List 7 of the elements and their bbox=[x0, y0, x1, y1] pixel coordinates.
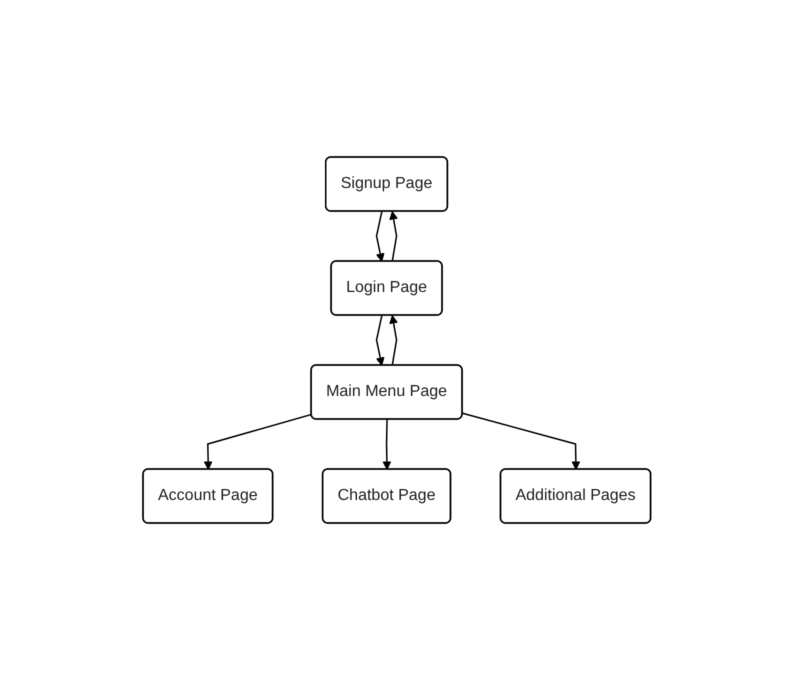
arrow bbox=[390, 315, 398, 366]
arrow bbox=[390, 211, 398, 262]
arrow bbox=[204, 414, 312, 470]
arrow bbox=[462, 412, 580, 470]
arrow bbox=[376, 211, 385, 262]
arrow bbox=[376, 315, 385, 366]
arrow bbox=[382, 419, 392, 470]
